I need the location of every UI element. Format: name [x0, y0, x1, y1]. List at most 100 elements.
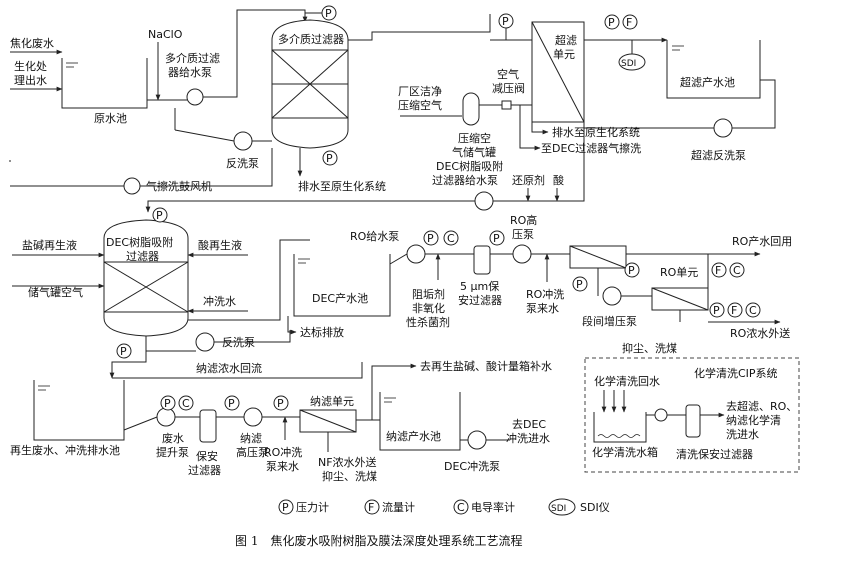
svg-text:SDI: SDI: [551, 504, 566, 514]
svg-text:C: C: [457, 501, 465, 514]
nf-product-pool: [379, 392, 461, 451]
mmf-pump-label-2: 器给水泵: [168, 66, 212, 79]
svg-text:P: P: [282, 501, 289, 514]
legend-flow-label: 流量计: [382, 500, 415, 514]
acid-label: 酸: [553, 173, 564, 187]
ww-pump-label-1: 废水: [162, 431, 184, 445]
discharge-label: 达标排放: [300, 325, 344, 339]
pressure-gauge-ro-feed: [423, 230, 439, 246]
svg-text:P: P: [493, 232, 500, 245]
air-blower: [123, 177, 141, 195]
svg-text:F: F: [626, 16, 632, 29]
legend-pressure-icon: [278, 499, 294, 515]
regen-wastewater-pool: [33, 380, 125, 441]
flow-meter-uf: [622, 14, 638, 30]
mmf-filter-label: 多介质过滤器: [278, 32, 344, 46]
svg-text:SDI: SDI: [621, 59, 636, 69]
flow-meter-ro: [711, 262, 727, 278]
ro-hp-label-2: 压泵: [512, 228, 534, 241]
tank-air-label: 储气罐空气: [28, 285, 83, 299]
svg-text:F: F: [715, 264, 721, 277]
svg-text:P: P: [427, 232, 434, 245]
cip-return-label: 化学清洗回水: [594, 374, 660, 388]
pressure-gauge-ro-booster: [572, 276, 588, 292]
uf-backwash-label: 超滤反洗泵: [691, 148, 746, 162]
booster-pump: [602, 286, 622, 306]
ro-conc-label: RO浓水外送: [730, 326, 790, 340]
dec-pool-label: DEC产水池: [312, 291, 368, 305]
naclo-label: NaClO: [148, 28, 183, 41]
pressure-gauge-ww: [160, 395, 176, 411]
figure-caption: 图 1 焦化废水吸附树脂及膜法深度处理系统工艺流程: [235, 533, 522, 548]
legend-conductivity-icon: [453, 499, 469, 515]
pressure-gauge-dec-top: [152, 207, 168, 223]
uf-product-pool: [666, 40, 761, 99]
nf-hp-label-2: 高压泵: [236, 445, 269, 459]
svg-text:F: F: [368, 501, 374, 514]
svg-text:P: P: [120, 345, 127, 358]
dec-pump-label-2: 过滤器给水泵: [432, 174, 498, 187]
bio-effluent-label-1: 生化处: [14, 59, 47, 73]
sec-filter-label-1: 5 μm保: [460, 279, 499, 293]
to-dec-label-2: 冲洗进水: [506, 431, 550, 445]
safety-filter-label-1: 保安: [196, 449, 218, 463]
uf-backwash-pump: [713, 118, 733, 138]
pressure-gauge-dec-bottom: [116, 343, 132, 359]
dec-feed-pump: [474, 191, 494, 211]
drain-bio-label-2: 排水至原生化系统: [552, 125, 640, 139]
scale-label-1: 阻垢剂: [412, 287, 445, 301]
backwash-pump-1-label: 反洗泵: [226, 157, 259, 170]
ro-hp-pump: [512, 244, 532, 264]
svg-text:C: C: [749, 304, 757, 317]
pressure-gauge-mmf-bottom: [322, 150, 338, 166]
svg-text:P: P: [326, 152, 333, 165]
uf-pool-label: 超滤产水池: [680, 75, 735, 89]
backwash-pump-2: [195, 332, 215, 352]
svg-text:P: P: [228, 397, 235, 410]
pressure-gauge-nf-filter: [224, 395, 240, 411]
bio-effluent-label-2: 理出水: [14, 73, 47, 87]
reductant-label: 还原剂: [512, 173, 545, 187]
ro-unit-label: RO单元: [660, 266, 698, 279]
nf-hp-label-1: 纳滤: [240, 432, 262, 445]
cip-title: 化学清洗CIP系统: [694, 366, 778, 380]
air-tank-label-2: 气储气罐: [452, 145, 496, 159]
svg-text:P: P: [502, 15, 509, 28]
ro-safety-filter: [473, 245, 491, 275]
svg-text:P: P: [713, 304, 720, 317]
svg-text:P: P: [156, 209, 163, 222]
dec-filter-label-2: 过滤器: [126, 250, 159, 263]
svg-text:C: C: [447, 232, 455, 245]
nf-ro-flush-label-2: 泵来水: [266, 460, 299, 473]
dec-filter-label-1: DEC树脂吸附: [106, 235, 173, 249]
plant-air-label-1: 厂区洁净: [398, 84, 442, 98]
wastewater-lift-pump: [156, 407, 176, 427]
conductivity-ww: [178, 395, 194, 411]
dec-scrub-label: 至DEC过滤器气擦洗: [541, 141, 641, 155]
uf-unit: [531, 21, 585, 123]
svg-text:P: P: [277, 397, 284, 410]
air-reducing-valve: [501, 100, 512, 110]
multimedia-filter: [271, 19, 349, 149]
nf-safety-filter: [199, 409, 217, 443]
conductivity-ro-conc: [745, 302, 761, 318]
flow-meter-ro-conc: [727, 302, 743, 318]
svg-text:P: P: [628, 264, 635, 277]
ro-feed-pump: [406, 244, 426, 264]
ro-feed-pump-label: RO给水泵: [350, 230, 399, 243]
nf-hp-pump: [243, 407, 263, 427]
legend: P 压力计 F 流量计 C 电导率计 SDI SDI仪: [278, 498, 610, 516]
drain-bio-label-1: 排水至原生化系统: [298, 179, 386, 193]
booster-label: 段间增压泵: [582, 314, 637, 328]
uf-unit-label-1: 超滤: [555, 33, 577, 47]
air-valve-label-2: 减压阀: [492, 81, 525, 95]
cip-filter-label: 清洗保安过滤器: [676, 447, 753, 461]
flush-water-label: 冲洗水: [203, 294, 236, 308]
svg-text:C: C: [182, 397, 190, 410]
ro-unit-stage-2: [651, 287, 709, 311]
legend-flow-icon: [364, 499, 380, 515]
sec-filter-label-2: 安过滤器: [458, 293, 502, 307]
dec-pump-label-1: DEC树脂吸附: [436, 159, 503, 173]
cip-tank: [593, 412, 647, 443]
nf-pool-label: 纳滤产水池: [386, 429, 441, 443]
